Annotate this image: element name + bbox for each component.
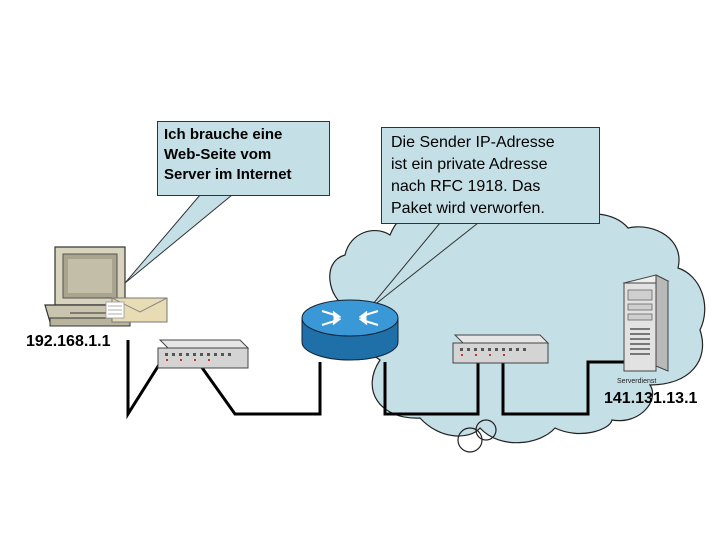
cable-switch-router [196,361,322,416]
server-ip-label: 141.131.13.1 [604,390,698,407]
cloud-tail-circle [475,419,497,441]
cable-pc-switch [126,340,164,420]
cable-switch2-server [501,360,630,416]
envelope-icon [105,297,168,323]
switch-icon [452,334,550,364]
switch-icon [157,339,250,369]
cables [126,340,630,420]
server-caption: Serverdienst [617,378,657,385]
server-tower-icon [622,274,670,372]
cloud-tail-circle [457,427,483,453]
router-icon [301,299,399,361]
client-ip-label: 192.168.1.1 [26,333,111,350]
callout-tail-client [124,194,234,284]
callout-client-request: Ich brauche eine Web-Seite vom Server im… [157,121,330,196]
cable-router-switch2 [383,362,480,416]
callout-router-drop: Die Sender IP-Adresse ist ein private Ad… [381,127,600,224]
